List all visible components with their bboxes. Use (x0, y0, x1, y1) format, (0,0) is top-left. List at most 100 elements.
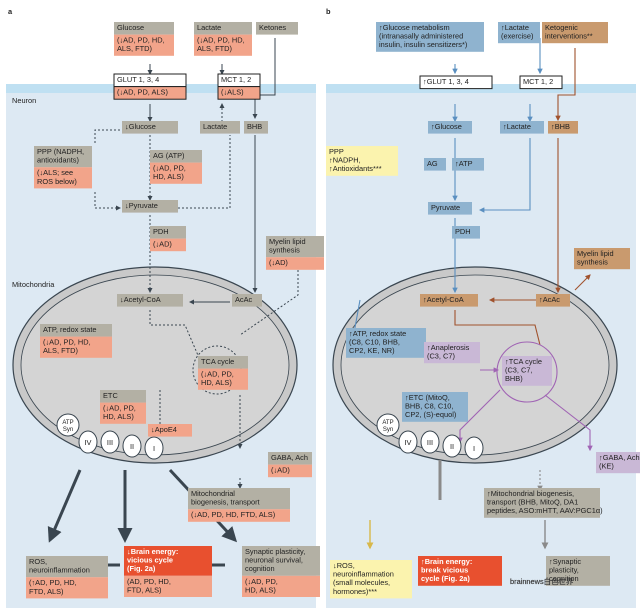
box-b-gaba-head-line: (KE) (599, 462, 614, 471)
complex-a-II: II (122, 434, 142, 458)
box-a-glucose-ext-head-line: Glucose (117, 23, 144, 32)
box-b-pyruvate-head-line: Pyruvate (431, 203, 460, 212)
box-a-pyruvate-head-line: ↓Pyruvate (125, 201, 158, 210)
box-a-myelin-head-line: synthesis (269, 246, 300, 255)
box-a-myelin-body-line: (↓AD) (269, 258, 288, 267)
box-a-ros-head-line: ROS, (29, 557, 47, 566)
box-a-pdh: PDH (↓AD) (150, 226, 186, 252)
svg-text:I: I (153, 444, 155, 453)
box-b-brain-energy-head-line: break vicious (421, 566, 468, 575)
box-b-glut-head-line: ↑GLUT 1, 3, 4 (423, 77, 469, 86)
box-a-ketones-ext: Ketones (256, 22, 298, 35)
box-a-synaptic-body-line: HD, ALS) (245, 585, 276, 594)
box-b-etc-head-line: BHB, C8, C10, (405, 402, 453, 411)
box-b-ros-head-line: hormones)*** (333, 587, 377, 596)
box-b-lactate-in: ↑Lactate (500, 121, 544, 134)
svg-text:IV: IV (85, 438, 92, 447)
box-a-ppp-body-line: (↓ALS; see (37, 168, 73, 177)
box-b-gaba-head-line: ↑GABA, Ach (599, 453, 640, 462)
box-a-pdh-body-line: (↓AD) (153, 240, 172, 249)
box-a-bhb: BHB (244, 121, 268, 134)
box-a-etc: ETC(↓AD, PD,HD, ALS) (100, 390, 146, 424)
box-a-synaptic: Synaptic plasticity,neuronal survival,co… (242, 546, 320, 597)
box-b-atp-redox: ↑ATP, redox state(C8, C10, BHB,CP2, KE, … (346, 328, 426, 358)
box-a-brain-energy-head-line: ↓Brain energy: (127, 547, 178, 556)
box-a-acetylcoa-head-line: ↓Acetyl-CoA (120, 295, 161, 304)
box-a-glut-body-line: (↓AD, PD, ALS) (117, 88, 168, 97)
box-b-mct: MCT 1, 2 (519, 75, 563, 90)
box-a-tca-head-line: TCA cycle (201, 357, 234, 366)
svg-text:ATP: ATP (62, 420, 73, 426)
panel-b-arrows (348, 38, 593, 550)
box-a-ppp-body-line: ROS below) (37, 177, 77, 186)
box-a-etc-head-line: ETC (103, 391, 118, 400)
box-a-glucose-ext-body-line: (↓AD, PD, HD, (117, 36, 165, 45)
box-a-pdh-head-line: PDH (153, 227, 169, 236)
box-a-brain-energy-head-line: vicious cycle (127, 556, 173, 565)
box-a-ag-body-line: (↓AD, PD, (153, 164, 186, 173)
box-b-synaptic-head-line: plasticity, (549, 566, 579, 575)
svg-text:Syn: Syn (63, 427, 73, 433)
box-a-apoe-head-line: ↓ApoE4 (151, 425, 177, 434)
box-b-biogenesis-head-line: peptides, ASO:mHTT, AAV:PGC1α) (487, 506, 603, 515)
box-b-glucose-metab: ↑Glucose metabolism(intranasally adminis… (376, 22, 484, 52)
box-a-gaba-body-line: (↓AD) (271, 466, 290, 475)
box-b-biogenesis: ↑Mitochondrial biogenesis,transport (BHB… (484, 488, 603, 518)
box-b-lactate-ext-head-line: (exercise) (501, 32, 533, 41)
box-b-atp-redox-head-line: (C8, C10, BHB, (349, 338, 400, 347)
neuron-label: Neuron (12, 96, 36, 105)
box-a-gaba-head-line: GABA, Ach (271, 453, 308, 462)
box-a-brain-energy: ↓Brain energy:vicious cycle(Fig. 2a)(AD,… (124, 546, 212, 597)
box-a-atp-body-line: (↓AD, PD, HD, (43, 338, 91, 347)
box-b-acetylcoa: ↑Acetyl-CoA (420, 294, 478, 307)
box-b-ketogenic-head-line: Ketogenic (545, 23, 578, 32)
svg-text:I: I (473, 444, 475, 453)
box-a-atp: ATP, redox state(↓AD, PD, HD,ALS, FTD) (40, 324, 112, 358)
box-b-ppp-head-line: ↑NADPH, (329, 156, 361, 165)
panel-b-label: b (326, 7, 331, 16)
box-b-lactate-in-head-line: ↑Lactate (503, 122, 531, 131)
box-a-lactate-ext: Lactate(↓AD, PD, HD,ALS, FTD) (194, 22, 252, 56)
svg-text:IV: IV (405, 438, 412, 447)
box-b-tca-head-line: BHB) (505, 374, 523, 383)
box-a-glucose-ext: Glucose(↓AD, PD, HD,ALS, FTD) (114, 22, 174, 56)
box-a-ag-head-line: AG (ATP) (153, 151, 184, 160)
box-b-pyruvate: Pyruvate (428, 202, 472, 215)
box-a-glucose-in: ↓Glucose (122, 121, 178, 134)
complex-b-I: I (464, 436, 484, 460)
complex-b-II: II (442, 434, 462, 458)
box-a-biogenesis-body-line: (↓AD, PD, HD, FTD, ALS) (191, 510, 275, 519)
box-a-glut-head-line: GLUT 1, 3, 4 (117, 75, 159, 84)
svg-text:ATP: ATP (382, 420, 393, 426)
box-a-ros: ROS,neuroinflammation(↑AD, PD, HD,FTD, A… (26, 556, 108, 599)
box-a-tca-body-line: HD, ALS) (201, 378, 232, 387)
box-a-tca-body-line: (↓AD, PD, (201, 370, 234, 379)
box-b-atp-small-head-line: ↑ATP (455, 159, 473, 168)
svg-text:III: III (427, 438, 433, 447)
box-b-tca-head-line: ↑TCA cycle (505, 357, 542, 366)
box-a-synaptic-head-line: neuronal survival, (245, 556, 303, 565)
box-b-tca-head-line: (C3, C7, (505, 366, 533, 375)
box-a-glut: GLUT 1, 3, 4 (↓AD, PD, ALS) (113, 73, 187, 100)
box-b-etc-head-line: ↑ETC (MitoQ, (405, 393, 450, 402)
box-a-brain-energy-body-line: FTD, ALS) (127, 585, 162, 594)
box-b-atp-redox-head-line: CP2, KE, NR) (349, 346, 395, 355)
box-b-brain-energy-head-line: ↑Brain energy: (421, 557, 472, 566)
box-a-glucose-in-head-line: ↓Glucose (125, 122, 156, 131)
box-a-pyruvate: ↓Pyruvate (122, 200, 178, 213)
box-b-ros: ↓ROS,neuroinflammation(small molecules,h… (330, 560, 412, 599)
box-a-mct: MCT 1, 2(↓ALS) (217, 73, 261, 100)
box-a-brain-energy-body-line: (AD, PD, HD, (127, 577, 171, 586)
box-a-synaptic-body-line: (↓AD, PD, (245, 577, 278, 586)
box-a-tca: TCA cycle (↓AD, PD,HD, ALS) (198, 356, 248, 390)
box-b-etc-head-line: CP2, (S)-equol) (405, 410, 456, 419)
box-a-atp-head-line: ATP, redox state (43, 325, 97, 334)
box-a-myelin-head-line: Myelin lipid (269, 237, 306, 246)
box-a-synaptic-head-line: cognition (245, 564, 275, 573)
